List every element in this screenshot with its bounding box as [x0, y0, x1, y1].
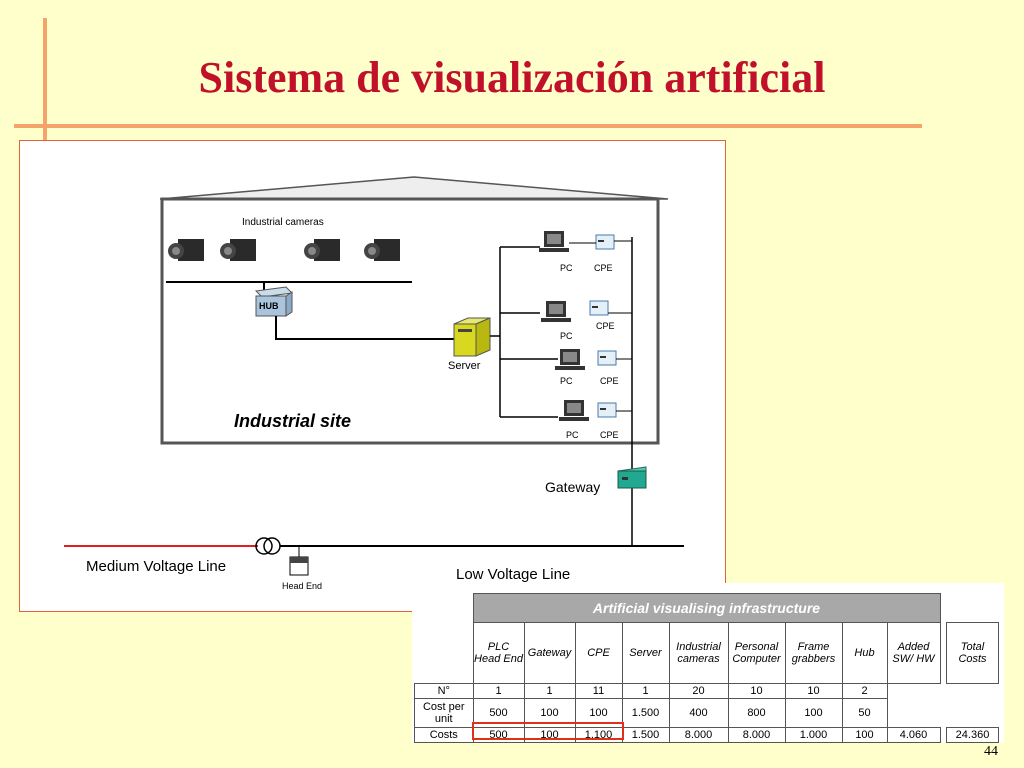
row-label: Cost per unit: [414, 698, 474, 728]
table-title: Artificial visualising infrastructure: [472, 593, 941, 623]
table-cell: 8.000: [727, 727, 786, 743]
table-cell: 1: [621, 683, 670, 699]
cpe-label: CPE: [594, 263, 613, 273]
table-cell: 2: [841, 683, 888, 699]
network-diagram: Industrial cameras HUB: [19, 140, 726, 612]
slide-number: 44: [984, 744, 998, 759]
server-icon: [453, 317, 491, 357]
pc-label: PC: [560, 331, 573, 341]
table-cell: 100: [784, 698, 843, 728]
head-end-icon: [289, 556, 309, 576]
lv-line-label: Low Voltage Line: [456, 566, 570, 583]
column-header: Gateway: [523, 622, 576, 684]
hub-icon: [254, 286, 294, 317]
column-header: PLC Head End: [472, 622, 525, 684]
gateway-icon: [617, 466, 647, 489]
server-label: Server: [448, 360, 481, 372]
head-end-label: Head End: [282, 581, 322, 591]
cpe-icon: [595, 234, 615, 250]
pc-icon: [555, 349, 585, 370]
pc-label: PC: [560, 376, 573, 386]
camera-icon: [304, 239, 340, 261]
cpe-icon: [597, 350, 617, 366]
site-label: Industrial site: [234, 411, 351, 431]
cameras-label: Industrial cameras: [242, 217, 324, 228]
cpe-icon: [597, 402, 617, 418]
table-cell: 1: [523, 683, 576, 699]
total-header: Total Costs: [946, 622, 999, 684]
column-header: Frame grabbers: [784, 622, 843, 684]
table-cell: 800: [727, 698, 786, 728]
cost-table-panel: Artificial visualising infrastructure PL…: [412, 583, 1004, 743]
table-cell: 10: [784, 683, 843, 699]
row-label: Costs: [414, 727, 474, 743]
camera-icon: [168, 239, 204, 261]
table-cell: 100: [841, 727, 888, 743]
table-cell: 50: [841, 698, 888, 728]
cpe-icon: [589, 300, 609, 316]
row-label: N°: [414, 683, 474, 699]
table-cell: 1.500: [621, 698, 670, 728]
table-cell: 10: [727, 683, 786, 699]
camera-icon: [364, 239, 400, 261]
transformer-icon: [255, 537, 273, 555]
building-roof: [159, 176, 669, 200]
table-cell: 1: [472, 683, 525, 699]
accent-horizontal-bar: [14, 124, 922, 128]
table-cell: 8.000: [668, 727, 729, 743]
column-header: Industrial cameras: [668, 622, 729, 684]
pc-icon: [539, 231, 569, 252]
cpe-label: CPE: [600, 376, 619, 386]
cost-table: Artificial visualising infrastructure PL…: [414, 593, 999, 743]
table-cell: 400: [668, 698, 729, 728]
column-header: Personal Computer: [727, 622, 786, 684]
column-header: CPE: [574, 622, 623, 684]
camera-icon: [220, 239, 256, 261]
hub-label: HUB: [259, 301, 279, 311]
table-cell: 1.000: [784, 727, 843, 743]
column-header: Added SW/ HW: [886, 622, 941, 684]
pc-label: PC: [560, 263, 573, 273]
gateway-label: Gateway: [545, 479, 600, 495]
table-cell: 11: [574, 683, 623, 699]
pc-icon: [559, 400, 589, 421]
cpe-label: CPE: [596, 321, 615, 331]
table-cell: 1.500: [621, 727, 670, 743]
slide-title: Sistema de visualización artificial: [198, 53, 826, 102]
column-header: Server: [621, 622, 670, 684]
highlight-box: [472, 722, 624, 740]
total-cost-cell: 24.360: [946, 727, 999, 743]
pc-label: PC: [566, 430, 579, 440]
accent-vertical-bar: [43, 18, 47, 140]
table-cell: 20: [668, 683, 729, 699]
pc-icon: [541, 301, 571, 322]
column-header: Hub: [841, 622, 888, 684]
cpe-label: CPE: [600, 430, 619, 440]
table-cell: 4.060: [886, 727, 941, 743]
mv-line-label: Medium Voltage Line: [86, 558, 226, 575]
